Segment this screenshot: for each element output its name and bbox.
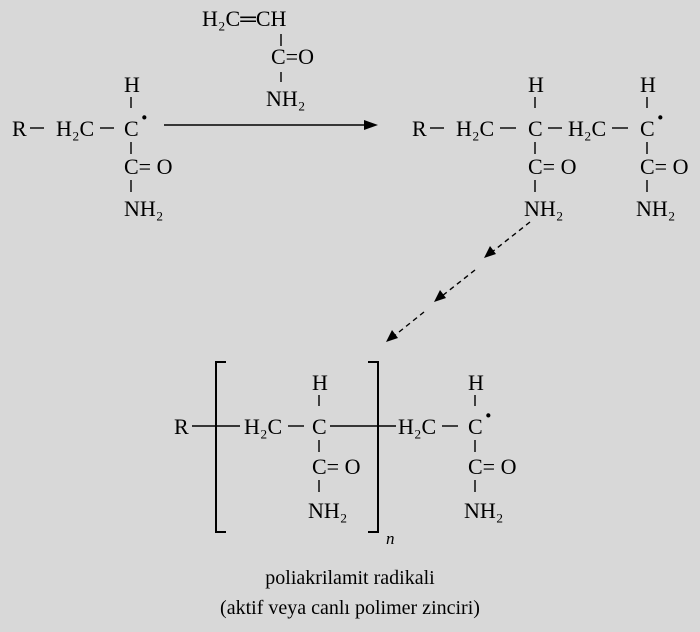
p-amine-1: NH₂ [524, 196, 563, 221]
caption-line-2: (aktif veya canlı polimer zinciri) [220, 597, 480, 619]
dashed-arrow-1-shaft [491, 221, 531, 253]
p-radical-dot: · [656, 103, 665, 132]
poly-ch2-repeat: H₂C [244, 414, 282, 439]
monomer-amine: NH₂ [266, 86, 305, 111]
dashed-arrow-2-shaft [441, 269, 476, 297]
arrow-head [364, 120, 378, 130]
repeat-index: n [386, 529, 395, 548]
poly-carbonyl-end: C= O [468, 454, 516, 479]
bracket-left [215, 361, 226, 533]
p-carbonyl-2: C= O [640, 154, 688, 179]
monomer-carbonyl: C=O [271, 44, 314, 69]
poly-h-repeat: H [312, 370, 328, 395]
h-atom: H [124, 72, 140, 97]
poly-r-group: R [174, 414, 189, 439]
p-r-group: R [412, 116, 427, 141]
caption-line-1: poliakrilamit radikali [265, 567, 435, 589]
product-radical: R H₂C H C C= O NH₂ H₂C H C · C= O NH₂ [412, 72, 688, 221]
alpha-carbon: C [124, 116, 139, 141]
dashed-arrow-3-head [386, 330, 398, 342]
p-ch2-1: H₂C [456, 116, 494, 141]
p-h-2: H [640, 72, 656, 97]
monomer-vinyl: H₂C═CH [202, 6, 286, 31]
poly-c-end: C [468, 414, 483, 439]
poly-amine-repeat: NH₂ [308, 498, 347, 523]
dashed-arrow-3-shaft [393, 311, 425, 337]
poly-amine-end: NH₂ [464, 498, 503, 523]
carbonyl: C= O [124, 154, 172, 179]
dashed-arrow-1-head [484, 246, 496, 258]
ch2-group: H₂C [56, 116, 94, 141]
dashed-arrow-2-head [434, 290, 446, 302]
caption: poliakrilamit radikali (aktif veya canlı… [220, 567, 480, 619]
amine: NH₂ [124, 196, 163, 221]
bracket-right [368, 361, 379, 533]
p-h-1: H [528, 72, 544, 97]
p-c-2: C [640, 116, 655, 141]
poly-h-end: H [468, 370, 484, 395]
poly-ch2-end: H₂C [398, 414, 436, 439]
propagation-arrows [386, 221, 531, 342]
polymer-radical: R H₂C H C C= O NH₂ n H₂C H C · C= O NH₂ [174, 361, 516, 548]
reaction-arrow [164, 120, 378, 130]
p-carbonyl-1: C= O [528, 154, 576, 179]
reactant-radical: R H₂C H C · C= O NH₂ [12, 72, 172, 221]
poly-radical-dot: · [484, 401, 493, 430]
p-ch2-2: H₂C [568, 116, 606, 141]
radical-dot: · [140, 103, 149, 132]
monomer-acrylamide: H₂C═CH C=O NH₂ [202, 6, 314, 111]
r-group: R [12, 116, 27, 141]
poly-carbonyl-repeat: C= O [312, 454, 360, 479]
poly-c-repeat: C [312, 414, 327, 439]
p-amine-2: NH₂ [636, 196, 675, 221]
p-c-1: C [528, 116, 543, 141]
